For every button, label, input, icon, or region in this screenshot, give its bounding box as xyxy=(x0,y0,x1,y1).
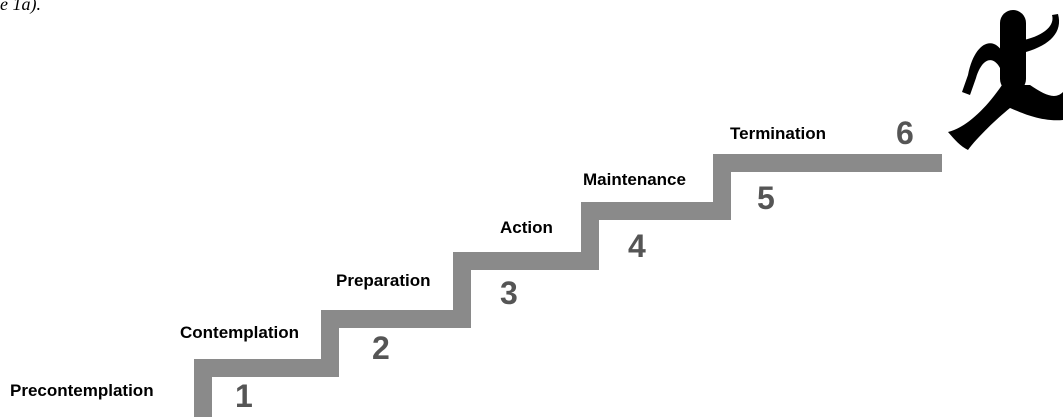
stage-number-4: 4 xyxy=(628,228,646,264)
stage-label-precontemplation: Precontemplation xyxy=(10,381,154,400)
stage-number-5: 5 xyxy=(757,180,775,216)
stage-label-termination: Termination xyxy=(730,124,827,143)
stage-label-preparation: Preparation xyxy=(336,271,431,290)
running-person-icon xyxy=(948,10,1063,150)
stage-number-6: 6 xyxy=(896,115,914,151)
stage-label-action: Action xyxy=(500,218,553,237)
stage-number-2: 2 xyxy=(372,330,390,366)
stage-number-3: 3 xyxy=(500,275,518,311)
caption-fragment: e 1a). xyxy=(0,0,41,14)
stage-label-maintenance: Maintenance xyxy=(583,170,686,189)
staircase-path xyxy=(194,154,942,417)
stage-label-contemplation: Contemplation xyxy=(180,323,299,342)
stage-number-1: 1 xyxy=(235,378,253,414)
